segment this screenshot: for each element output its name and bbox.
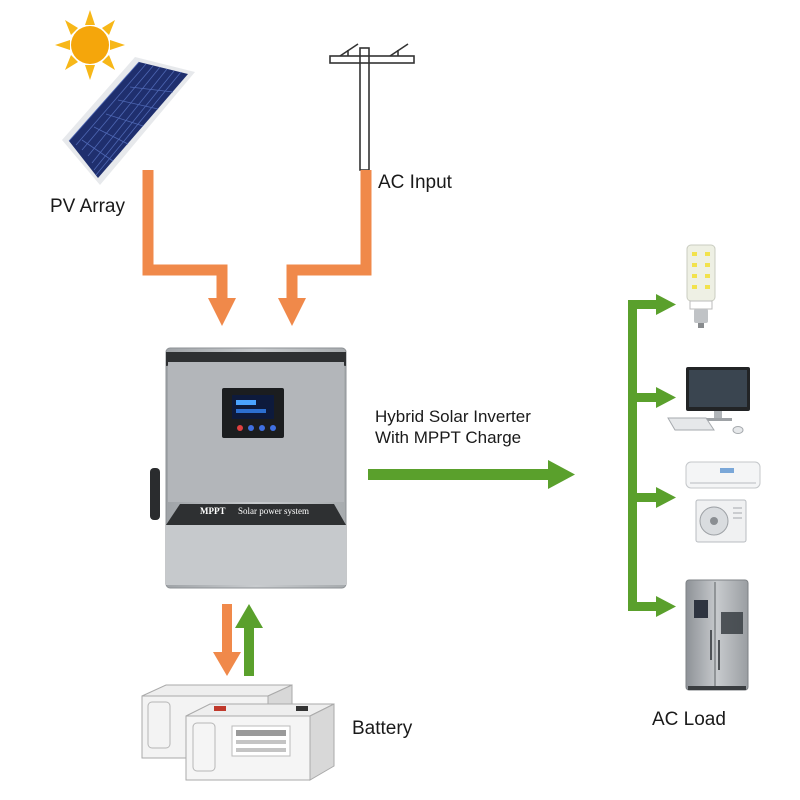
battery-charge-arrow xyxy=(222,604,232,654)
inverter-device xyxy=(150,347,347,589)
air-conditioner-icon xyxy=(685,461,761,543)
product-label: Solar power system xyxy=(238,506,309,516)
led-bulb-icon xyxy=(686,244,716,328)
output-arrowhead xyxy=(548,460,575,489)
ac-input-arrowhead xyxy=(278,298,306,326)
output-arrow xyxy=(368,469,550,480)
inverter-label-line2: With MPPT Charge xyxy=(375,428,522,447)
pv-input-arrowhead xyxy=(208,298,236,326)
pv-input-arrow xyxy=(142,170,228,300)
computer-icon xyxy=(667,367,750,434)
utility-pole-icon xyxy=(329,43,415,171)
battery-icon xyxy=(141,684,335,781)
battery-label: Battery xyxy=(352,718,413,739)
battery-discharge-arrow xyxy=(244,626,254,676)
sun-icon xyxy=(55,10,125,80)
battery-discharge-arrowhead xyxy=(235,604,263,628)
solar-panel-icon xyxy=(62,57,195,185)
brand-label: MPPT xyxy=(200,506,226,516)
pv-array-label: PV Array xyxy=(50,196,125,217)
display-panel xyxy=(222,388,284,438)
inverter-label-line1: Hybrid Solar Inverter xyxy=(375,407,531,426)
battery-charge-arrowhead xyxy=(213,652,241,676)
ac-input-arrow xyxy=(286,170,372,300)
ac-load-label: AC Load xyxy=(652,709,726,730)
load-bus xyxy=(628,294,676,617)
refrigerator-icon xyxy=(685,579,749,691)
ac-input-label: AC Input xyxy=(378,172,452,193)
